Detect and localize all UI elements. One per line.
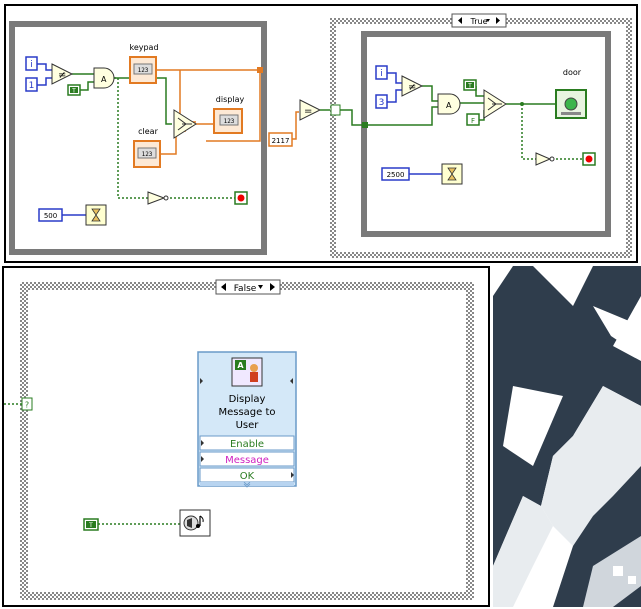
clear-control[interactable]: 123 [133,140,161,168]
tunnel-keypad [257,67,263,73]
svg-text:=: = [304,106,312,117]
svg-text:500: 500 [44,212,57,220]
beep-icon[interactable] [179,509,211,537]
wait-ms-constant-left[interactable]: 500 [38,208,63,222]
and-function[interactable]: A [93,67,115,89]
svg-text:2117: 2117 [272,137,290,145]
stop-terminal-left[interactable] [234,191,248,205]
keypad-control[interactable]: 123 [129,56,157,84]
svg-text:False: False [234,284,257,294]
select-function-right[interactable] [483,89,507,119]
true-constant-bottom[interactable]: T [83,518,99,531]
display-label: display [216,95,245,104]
svg-text:1: 1 [29,81,35,91]
not-function-right[interactable] [535,152,555,166]
svg-text:123: 123 [138,67,149,74]
display-indicator[interactable]: 123 [213,108,243,134]
while-loop-right[interactable] [361,31,611,237]
case-selector-terminal [330,104,341,116]
svg-text:Message to: Message to [218,407,275,418]
case-selector-false[interactable]: False [215,279,281,295]
door-indicator[interactable] [555,89,587,119]
svg-text:?: ? [25,401,29,410]
input-message[interactable]: Message [225,455,269,466]
clear-label: clear [138,127,158,136]
svg-text:≠: ≠ [58,70,66,81]
wait-ms-constant-right[interactable]: 2500 [381,167,410,181]
not-function-left[interactable] [147,191,169,205]
numeric-constant-one[interactable]: 1 [25,77,38,92]
svg-text:i: i [380,69,383,79]
output-ok[interactable]: OK [240,471,255,482]
svg-text:123: 123 [142,151,153,158]
case-selector-terminal-bottom: ? [21,397,33,411]
svg-text:T: T [71,88,76,95]
and-function-right[interactable]: A [437,93,461,115]
code-constant-2117[interactable]: 2117 [268,132,293,147]
index-constant-i-right[interactable]: i [375,65,388,80]
zoomed-pixel-art [493,266,641,607]
stop-terminal-right[interactable] [582,152,596,166]
wait-timer-icon-right[interactable] [441,163,463,185]
svg-text:123: 123 [224,118,235,125]
svg-text:A: A [101,75,107,84]
svg-text:Display: Display [229,394,266,405]
wait-timer-icon[interactable] [85,204,107,226]
equal-function[interactable]: = [299,99,322,121]
svg-text:A: A [237,361,244,370]
svg-text:True: True [470,17,488,26]
select-function[interactable] [173,109,197,139]
svg-text:≠: ≠ [408,82,416,93]
true-constant-right[interactable]: T [463,79,477,91]
pixel-art-canvas [493,266,641,607]
svg-text:T: T [467,83,472,90]
not-equal-function[interactable]: ≠ [51,63,74,85]
bottom-diagram-canvas: False ? A Display Message to User Enable… [4,279,474,600]
false-constant-right[interactable]: F [466,113,480,126]
svg-text:T: T [88,522,93,529]
true-constant-left[interactable]: T [67,84,81,96]
top-diagram-canvas: i 1 ≠ T A keypad 123 clear 123 displ [9,13,632,258]
svg-text:i: i [30,60,33,70]
keypad-label: keypad [129,43,158,52]
display-message-express-vi[interactable]: A Display Message to User Enable Message… [197,351,297,488]
top-block-diagram: i 1 ≠ T A keypad 123 clear 123 displ [4,4,638,263]
case-structure-false[interactable] [20,282,474,600]
display-message-icon: A [231,357,263,387]
numeric-constant-three[interactable]: 3 [375,94,388,109]
input-enable[interactable]: Enable [230,439,264,450]
index-constant-i[interactable]: i [25,56,38,71]
svg-text:F: F [471,117,475,125]
svg-text:3: 3 [379,98,385,108]
svg-text:User: User [236,420,260,431]
case-structure-true[interactable] [330,18,632,258]
while-loop-left[interactable] [9,21,267,255]
not-equal-function-right[interactable]: ≠ [401,75,424,97]
tunnel-boolean [362,122,368,128]
svg-text:2500: 2500 [387,171,405,179]
case-selector-true[interactable]: True [451,13,507,28]
bottom-block-diagram: False ? A Display Message to User Enable… [2,266,490,607]
svg-text:A: A [446,101,452,110]
door-label: door [563,68,582,77]
